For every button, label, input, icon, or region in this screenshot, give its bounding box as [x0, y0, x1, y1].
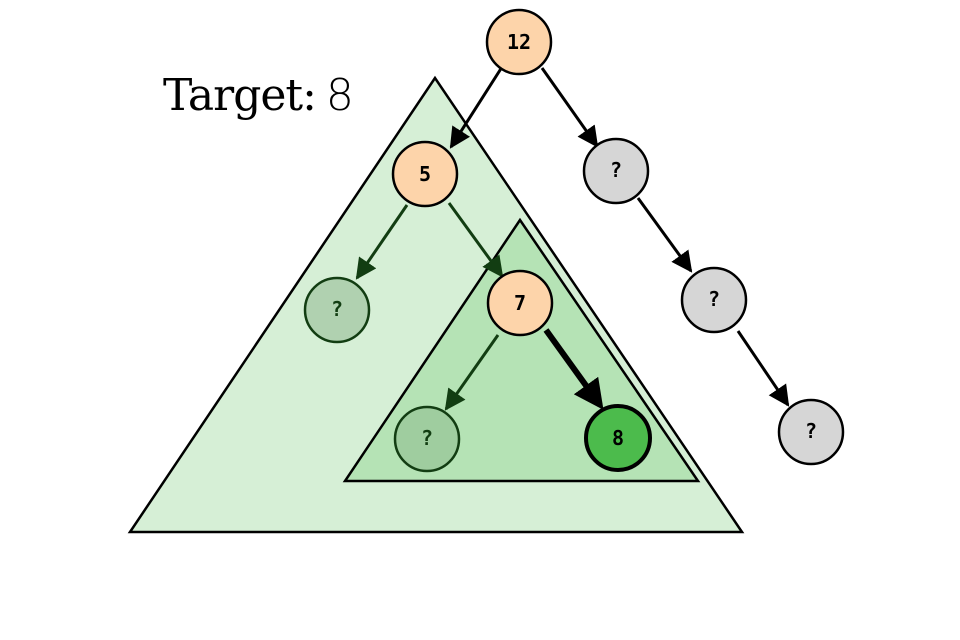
- node-7-label: 7: [514, 291, 526, 315]
- node-pruned-right-1: ?: [582, 137, 650, 205]
- edge-7-to-left-child: [444, 334, 500, 411]
- node-8-label: 8: [612, 426, 624, 450]
- node-pruned-right-2: ?: [680, 266, 748, 334]
- node-5: 5: [391, 140, 459, 208]
- node-5-label: 5: [419, 162, 431, 186]
- node-12-label: 12: [507, 30, 531, 54]
- node-unknown-label: ?: [610, 158, 622, 182]
- edge-5-to-7: [447, 202, 504, 278]
- edge-right-2-to-right-3: [736, 330, 790, 407]
- node-8-found: 8: [584, 404, 652, 472]
- node-pruned-right-3: ?: [777, 398, 845, 466]
- node-unknown-label: ?: [421, 426, 433, 450]
- node-unknown-left-of-5: ?: [303, 276, 371, 344]
- edge-5-to-left-child: [355, 204, 409, 280]
- node-7: 7: [486, 269, 554, 337]
- target-heading: Target:8: [163, 68, 354, 124]
- node-12: 12: [485, 8, 553, 76]
- edge-7-to-8: [543, 328, 604, 410]
- node-unknown-left-of-7: ?: [393, 405, 461, 473]
- node-unknown-label: ?: [331, 297, 343, 321]
- node-unknown-label: ?: [805, 419, 817, 443]
- edge-right-1-to-right-2: [636, 197, 693, 273]
- node-unknown-label: ?: [708, 287, 720, 311]
- edge-12-to-right-child: [540, 67, 599, 148]
- target-value: 8: [325, 70, 354, 121]
- target-label: Target:: [163, 70, 317, 121]
- edge-12-to-5: [449, 66, 504, 149]
